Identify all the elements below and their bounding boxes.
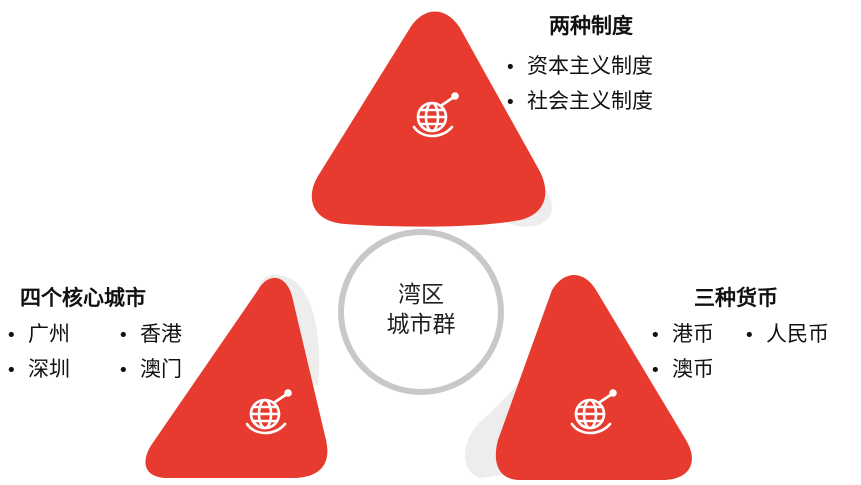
bullet-icon: • <box>6 325 17 346</box>
center-label-line2: 城市群 <box>386 312 456 338</box>
right-group-item-label: 港币 <box>672 322 714 346</box>
globe-icon <box>412 92 459 138</box>
center-ring <box>338 229 504 395</box>
center-label: 湾区 城市群 <box>341 280 501 340</box>
top-group-item-label: 社会主义制度 <box>527 89 653 113</box>
right-red-triangle <box>495 275 692 480</box>
left-group-item-label: 澳门 <box>140 357 182 381</box>
right-group-item: • 港币 <box>650 318 714 348</box>
top-group-item-label: 资本主义制度 <box>527 54 653 78</box>
left-group-item: • 澳门 <box>118 353 182 383</box>
globe-icon <box>245 389 292 435</box>
top-group-title: 两种制度 <box>549 14 633 38</box>
bullet-icon: • <box>650 360 661 381</box>
bullet-icon: • <box>6 360 17 381</box>
left-group-item-label: 广州 <box>28 322 70 346</box>
bullet-icon: • <box>744 325 755 346</box>
left-group-item-label: 深圳 <box>28 357 70 381</box>
bullet-icon: • <box>505 57 516 78</box>
right-group-item: • 人民币 <box>744 318 829 348</box>
left-group-item: • 广州 <box>6 318 70 348</box>
bullet-icon: • <box>118 360 129 381</box>
right-group-item-label: 人民币 <box>766 322 829 346</box>
globe-icon <box>570 389 617 435</box>
right-group-item: • 澳币 <box>650 353 714 383</box>
right-group-title: 三种货币 <box>694 286 778 310</box>
bullet-icon: • <box>505 92 516 113</box>
left-group-item-label: 香港 <box>140 322 182 346</box>
bullet-icon: • <box>118 325 129 346</box>
left-group-title: 四个核心城市 <box>20 286 146 310</box>
bullet-icon: • <box>650 325 661 346</box>
left-group-item: • 香港 <box>118 318 182 348</box>
top-group-item: • 资本主义制度 <box>505 50 653 80</box>
center-label-line1: 湾区 <box>398 282 444 308</box>
top-group-item: • 社会主义制度 <box>505 85 653 115</box>
right-group-item-label: 澳币 <box>672 357 714 381</box>
left-group-item: • 深圳 <box>6 353 70 383</box>
top-red-triangle <box>311 11 546 227</box>
